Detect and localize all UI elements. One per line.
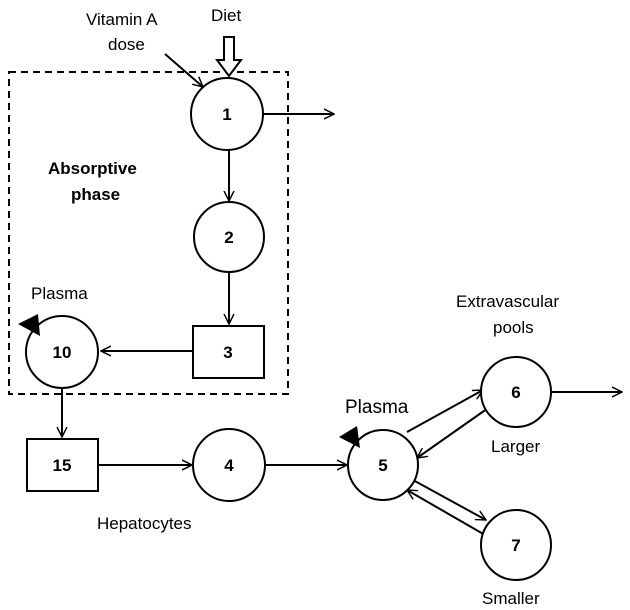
edge-6-to-5	[417, 405, 492, 458]
node-7: 7	[480, 509, 552, 581]
node-6: 6	[480, 356, 552, 428]
node-2-label: 2	[224, 228, 233, 247]
diet-label: Diet	[211, 6, 242, 25]
sampling-marker-plasma-5	[339, 426, 360, 448]
hepatocytes-label: Hepatocytes	[97, 514, 192, 533]
edge-5-to-7	[412, 479, 486, 521]
smaller-label: Smaller	[482, 589, 540, 608]
node-15-label: 15	[53, 456, 72, 475]
node-15: 15	[26, 438, 99, 492]
absorptive-phase-label-line1: Absorptive	[48, 159, 137, 178]
node-6-label: 6	[511, 383, 520, 402]
edge-5-to-6	[406, 389, 483, 433]
extravascular-label-line2: pools	[493, 318, 534, 337]
node-5: 5	[347, 429, 419, 501]
diet-input-arrow	[215, 36, 243, 78]
vitamin-a-label-line2: dose	[108, 35, 145, 54]
node-4: 4	[192, 428, 266, 502]
edge-7-to-5	[407, 489, 486, 536]
node-7-label: 7	[511, 536, 520, 555]
vitamin-a-dose-arrow	[164, 53, 203, 87]
plasma-label-center: Plasma	[345, 397, 409, 418]
node-5-label: 5	[378, 456, 387, 475]
sampling-marker-plasma-10	[18, 314, 40, 336]
node-10-label: 10	[53, 343, 72, 362]
node-3: 3	[192, 325, 265, 379]
larger-label: Larger	[491, 437, 540, 456]
node-1-label: 1	[222, 105, 231, 124]
node-2: 2	[193, 201, 265, 273]
node-3-label: 3	[223, 343, 232, 362]
node-10: 10	[25, 315, 99, 389]
vitamin-a-label-line1: Vitamin A	[86, 10, 158, 29]
node-1: 1	[190, 77, 264, 151]
plasma-label-upper: Plasma	[31, 284, 88, 303]
extravascular-label-line1: Extravascular	[456, 292, 559, 311]
node-4-label: 4	[224, 456, 234, 475]
absorptive-phase-label-line2: phase	[71, 185, 120, 204]
